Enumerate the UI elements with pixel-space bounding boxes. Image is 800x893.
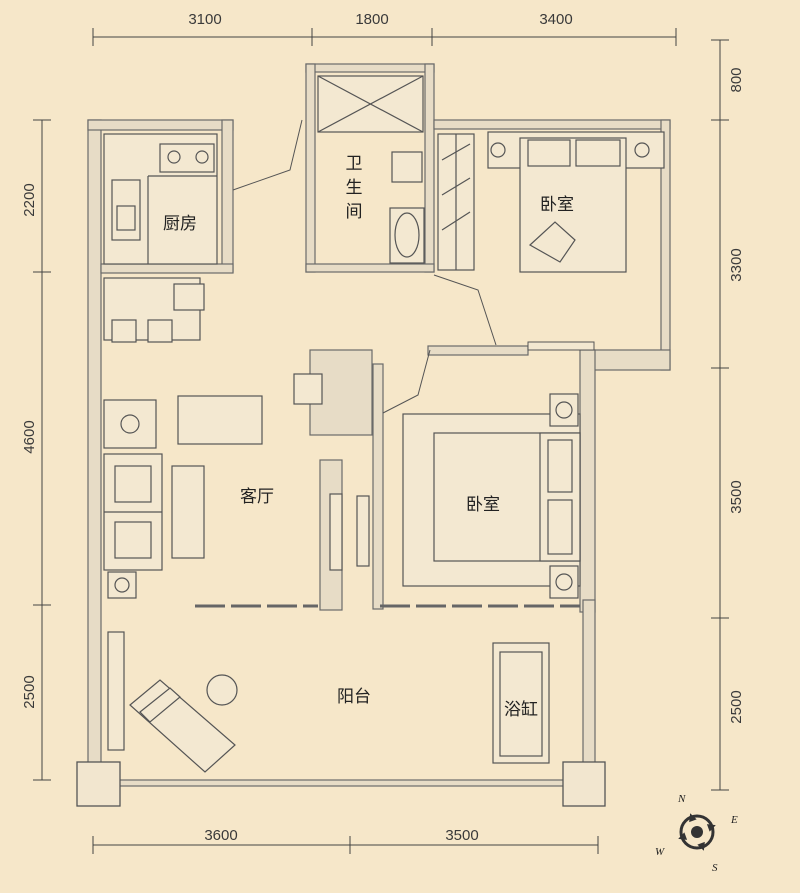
kitchen-counter	[103, 133, 218, 265]
label-balcony: 阳台	[337, 687, 371, 707]
dim-bottom-1: 3600	[204, 827, 237, 844]
compass-s: S	[712, 862, 718, 874]
label-bathroom-1: 卫	[346, 154, 363, 174]
dim-top-2: 1800	[355, 11, 388, 28]
label-bathtub: 浴缸	[504, 699, 538, 720]
dim-right-2: 3300	[728, 248, 745, 281]
dim-right-3: 3500	[728, 480, 745, 513]
label-kitchen: 厨房	[163, 214, 197, 234]
bathroom-fixtures	[317, 75, 425, 264]
dim-bottom-2: 3500	[445, 827, 478, 844]
bed-south	[402, 393, 581, 599]
label-bedroom-north: 卧室	[540, 195, 574, 215]
compass-w: W	[655, 846, 665, 858]
dim-left-1: 2200	[21, 183, 38, 216]
label-bathroom-2: 生	[346, 178, 363, 198]
compass-n: N	[677, 793, 686, 805]
dim-right-1: 800	[728, 67, 745, 92]
dim-top-3: 3400	[539, 11, 572, 28]
dim-top-1: 3100	[188, 11, 221, 28]
living-furniture	[103, 373, 343, 599]
compass-e: E	[730, 814, 738, 826]
balcony-furniture	[107, 631, 550, 773]
door-swings	[232, 119, 497, 414]
wardrobe-south-edge	[356, 495, 370, 567]
label-bedroom-south: 卧室	[466, 495, 500, 515]
label-bathroom-3: 间	[346, 202, 363, 222]
corner-pillars	[76, 761, 606, 807]
dining-set	[103, 277, 205, 343]
dim-right-4: 2500	[728, 690, 745, 723]
dim-left-3: 2500	[21, 675, 38, 708]
window-north-bedroom	[527, 341, 595, 351]
label-living-room: 客厅	[240, 487, 274, 507]
dimension-lines	[33, 28, 729, 854]
dim-left-2: 4600	[21, 420, 38, 453]
compass-icon	[678, 813, 716, 851]
wardrobe-north	[437, 133, 475, 271]
bed-north	[487, 131, 665, 273]
